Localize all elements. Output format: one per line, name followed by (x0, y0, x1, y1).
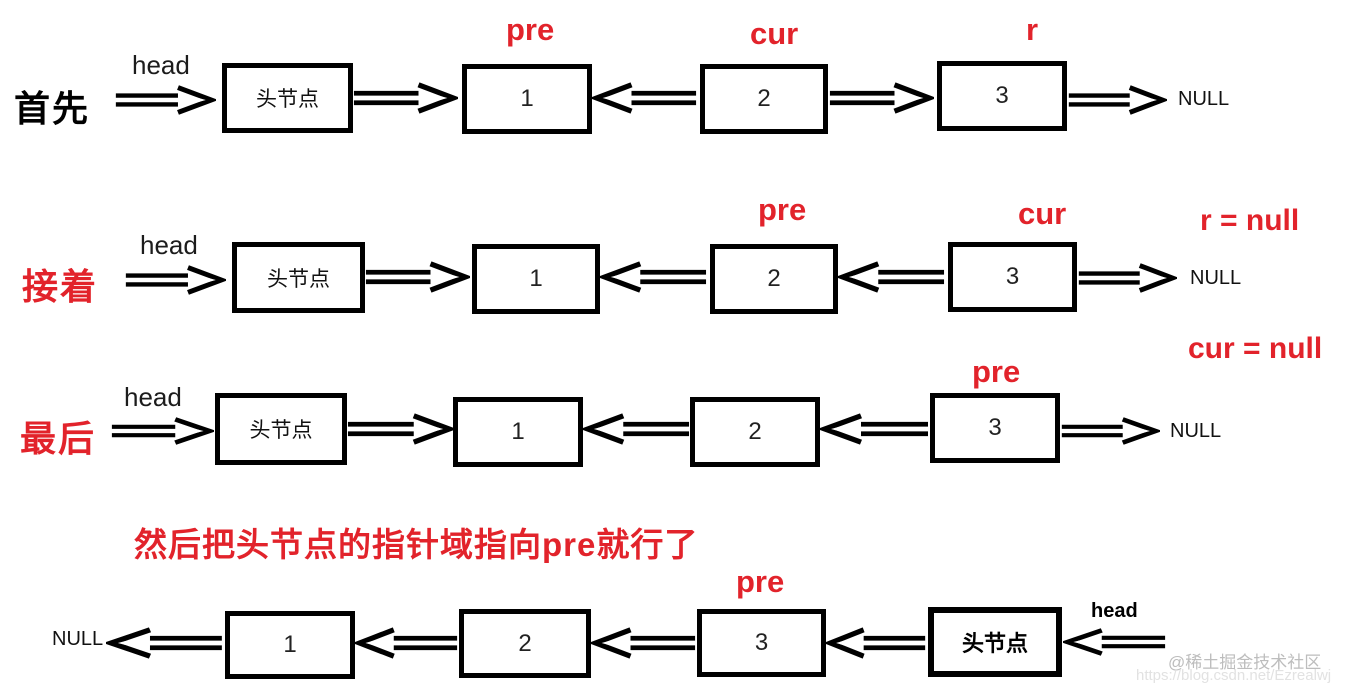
arrow-left-icon (591, 626, 697, 660)
node-box-4-3: 3 (697, 609, 826, 677)
arrow-right-icon (1077, 262, 1177, 294)
arrow-right-icon (1060, 416, 1160, 446)
pointer-pre-label-4: pre (736, 564, 785, 599)
arrow-right-icon (114, 84, 216, 116)
arrow-right-icon (346, 412, 454, 446)
arrow-left-icon (838, 260, 946, 294)
null-label-1: NULL (1178, 88, 1230, 110)
arrow-right-icon (828, 81, 934, 115)
null-label-3: NULL (1170, 420, 1222, 442)
node-box-2-3: 3 (948, 242, 1077, 312)
arrow-left-icon (106, 626, 224, 660)
node-box-3-1: 1 (453, 397, 583, 467)
arrow-right-icon (1067, 84, 1167, 116)
head-node-box-4: 头节点 (928, 607, 1062, 677)
head-label-4: head (1091, 600, 1138, 622)
arrow-left-icon (1063, 627, 1167, 657)
caption-text: 然后把头节点的指针域指向pre就行了 (134, 526, 699, 563)
step3-label: 最后 (20, 418, 97, 459)
head-label-2: head (140, 230, 198, 260)
note-cur-null: cur = null (1188, 332, 1323, 365)
pointer-cur-label-2: cur (1018, 196, 1067, 231)
arrow-right-icon (364, 260, 470, 294)
arrow-left-icon (600, 260, 708, 294)
node-box-3-2: 2 (690, 397, 820, 467)
head-node-box-2: 头节点 (232, 242, 365, 313)
node-box-4-1: 1 (225, 611, 355, 679)
null-label-4: NULL (52, 628, 104, 650)
node-box-1-1: 1 (462, 64, 592, 134)
null-label-2: NULL (1190, 267, 1242, 289)
pointer-cur-label-1: cur (750, 16, 799, 51)
watermark-community: @稀土掘金技术社区 (1168, 653, 1322, 672)
node-box-2-1: 1 (472, 244, 600, 314)
pointer-pre-label-1: pre (506, 12, 555, 47)
arrow-left-icon (820, 412, 930, 446)
node-box-2-2: 2 (710, 244, 838, 314)
head-label-1: head (132, 50, 190, 80)
pointer-pre-label-3: pre (972, 354, 1021, 389)
pointer-r-label-1: r (1026, 12, 1039, 47)
arrow-left-icon (592, 81, 698, 115)
arrow-right-icon (352, 81, 458, 115)
node-box-1-2: 2 (700, 64, 828, 134)
watermark-url: https://blog.csdn.net/Ezrealwj (1136, 667, 1332, 684)
arrow-left-icon (583, 412, 691, 446)
pointer-pre-label-2: pre (758, 192, 807, 227)
step2-label: 接着 (22, 266, 99, 307)
arrow-left-icon (355, 626, 459, 660)
node-box-4-2: 2 (459, 609, 591, 678)
arrow-left-icon (826, 626, 927, 660)
node-box-1-3: 3 (937, 61, 1067, 131)
head-label-3: head (124, 382, 182, 412)
head-node-box-1: 头节点 (222, 63, 353, 133)
head-node-box-3: 头节点 (215, 393, 347, 465)
arrow-right-icon (124, 264, 226, 296)
step1-label: 首先 (14, 88, 91, 129)
node-box-3-3: 3 (930, 393, 1060, 463)
arrow-right-icon (110, 416, 214, 446)
note-r-null: r = null (1200, 204, 1300, 237)
